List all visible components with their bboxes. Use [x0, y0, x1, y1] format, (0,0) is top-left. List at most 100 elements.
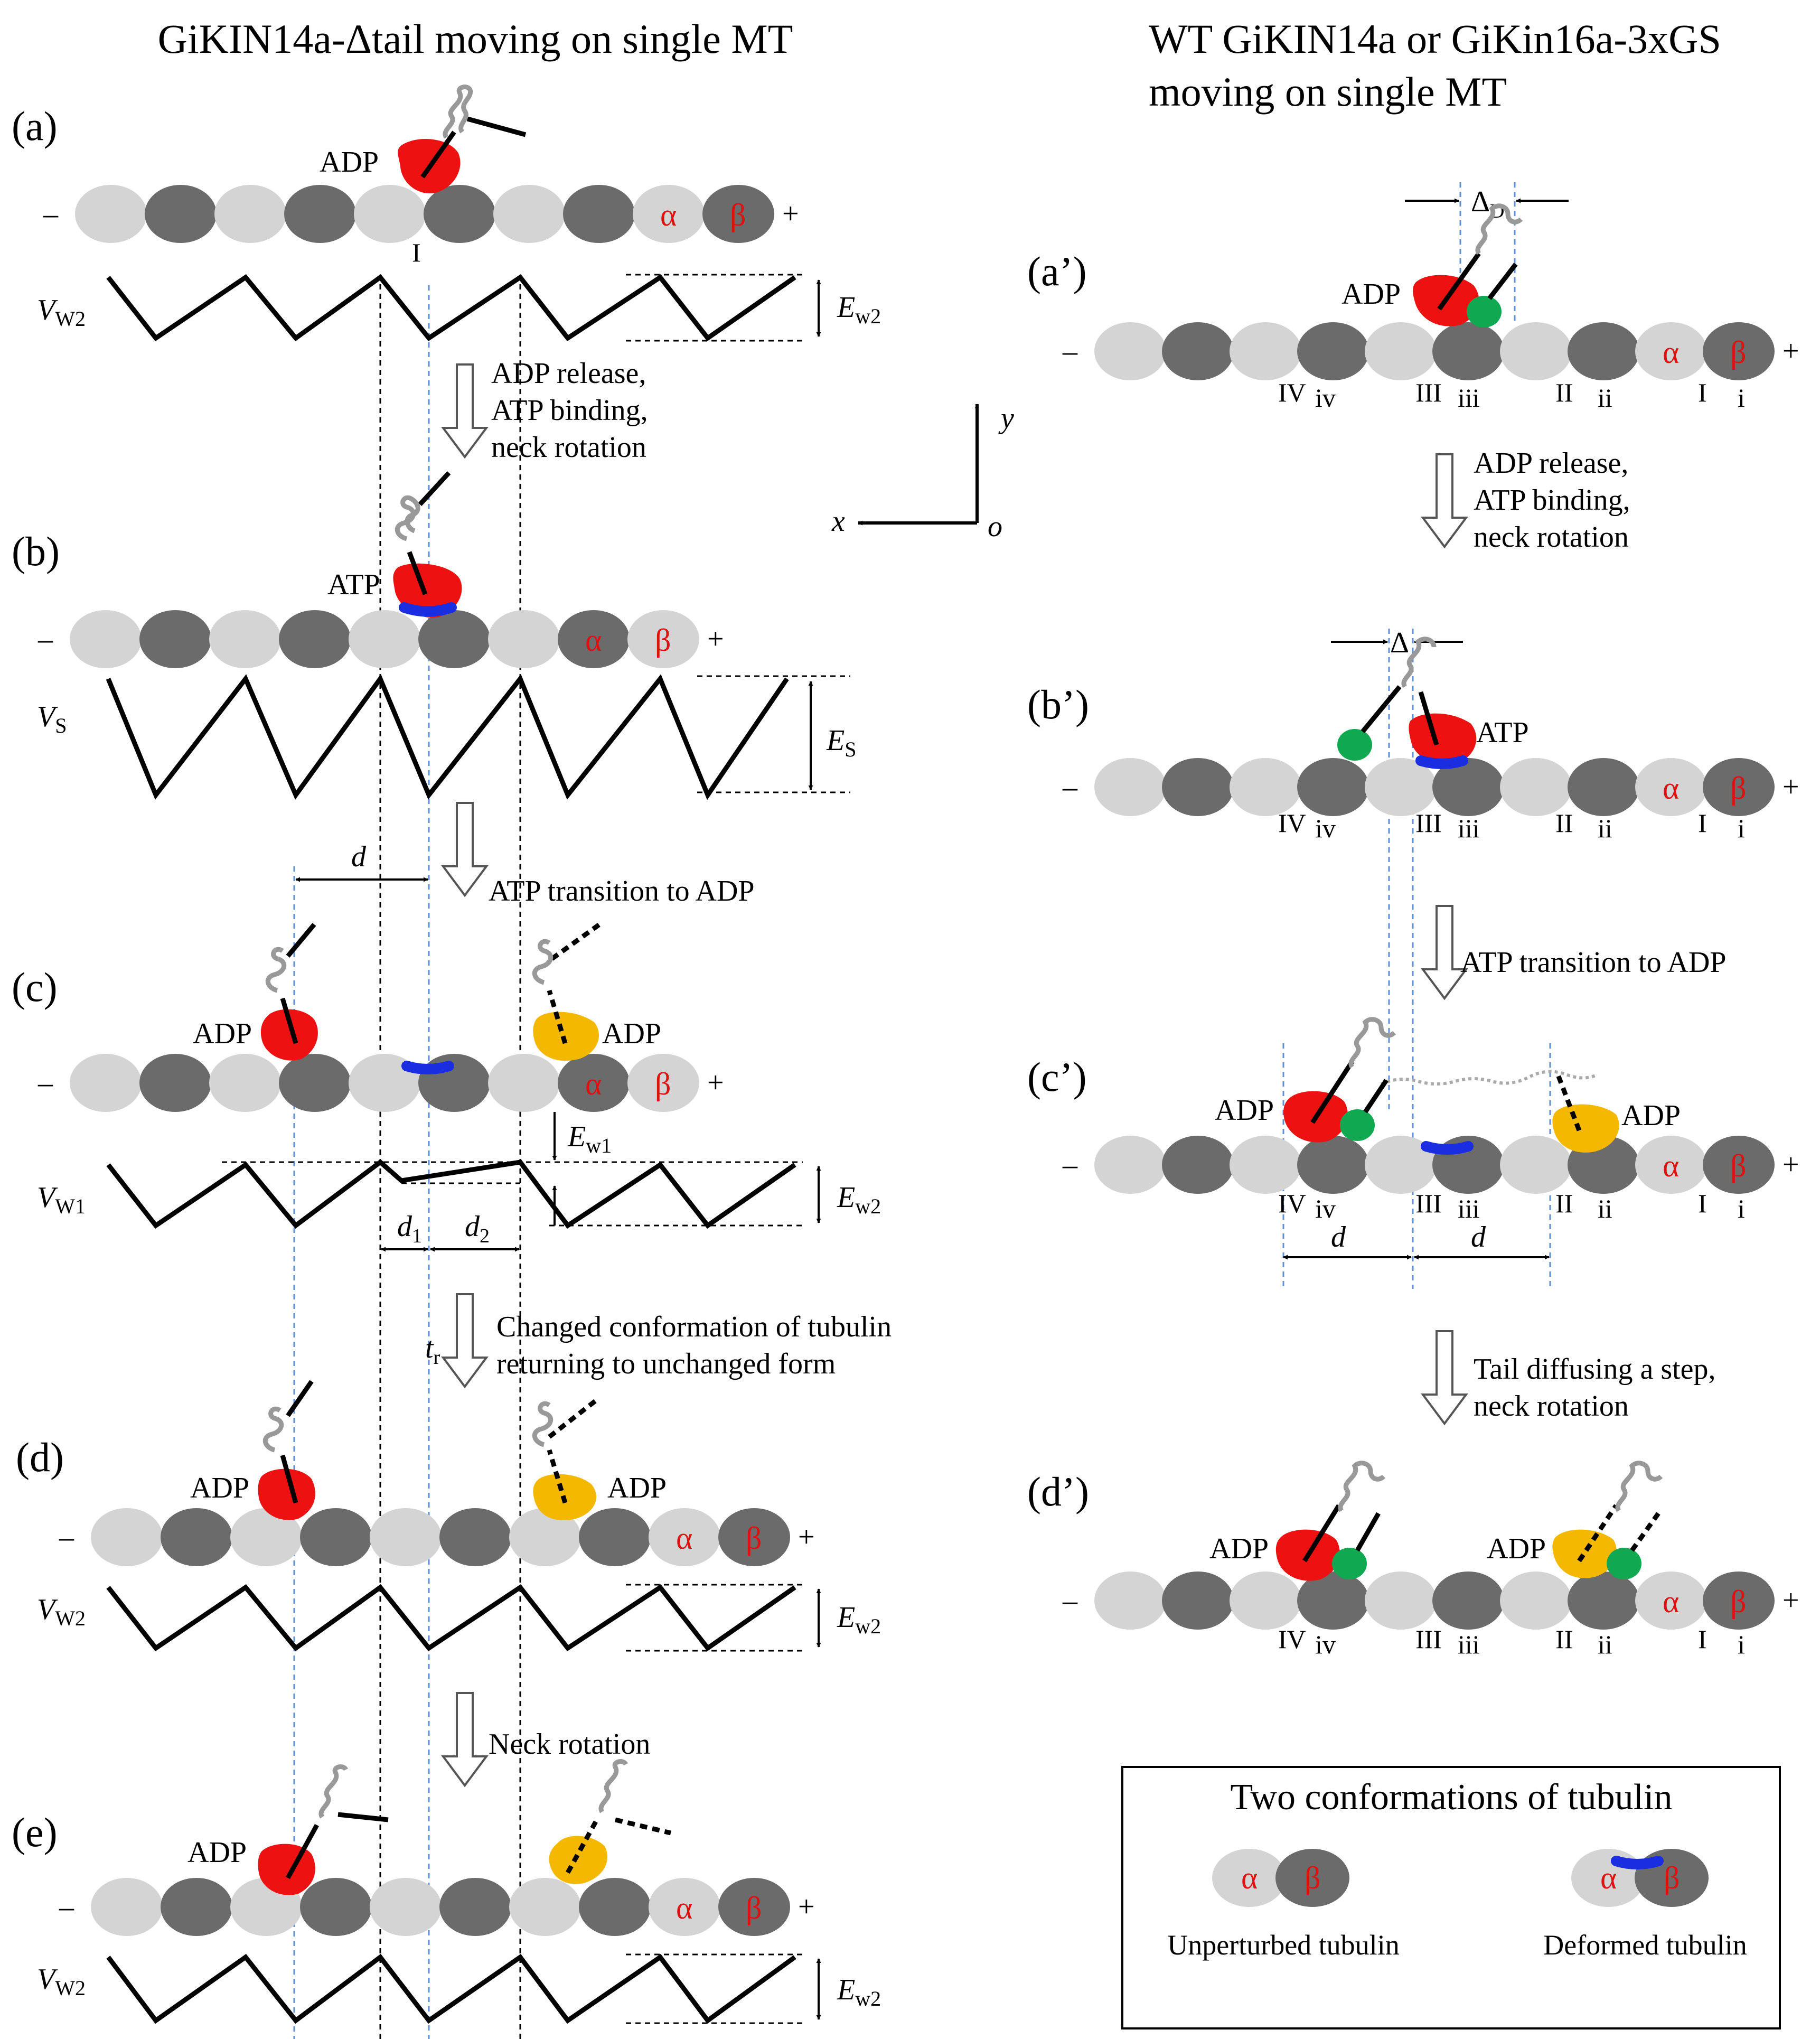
- beta-tubulin: [1162, 1136, 1234, 1194]
- alpha-tubulin: [214, 185, 286, 243]
- motor-c-yellow: [532, 922, 601, 1061]
- beta-tubulin: [139, 610, 211, 668]
- d-label-c: d: [351, 840, 367, 873]
- alpha-tubulin: [1635, 758, 1707, 816]
- motor-c2-yellow: [1552, 1074, 1619, 1153]
- alpha-label-c2: α: [1663, 1148, 1679, 1183]
- alpha-tubulin: [1365, 758, 1437, 816]
- ew2-a-e: E: [837, 291, 855, 324]
- beta-tubulin: [300, 1508, 372, 1566]
- beta-tubulin: [1297, 758, 1369, 816]
- site-ii-row-2: ii: [1598, 1194, 1612, 1223]
- alpha-tubulin: [1500, 1572, 1572, 1630]
- beta-tubulin: [284, 185, 356, 243]
- alpha-label-d: α: [676, 1521, 692, 1556]
- label-w2-e: W2: [55, 1976, 86, 2000]
- site-i-row-1: i: [1738, 813, 1745, 843]
- svg-text:Ew2: Ew2: [837, 1181, 881, 1218]
- beta-tubulin: [1568, 1572, 1639, 1630]
- alpha-tubulin: [370, 1508, 442, 1566]
- svg-text:VW2: VW2: [37, 1593, 86, 1630]
- axis-y-label: y: [998, 402, 1014, 435]
- guide-lines-left: [222, 274, 850, 2039]
- beta-label-b: β: [655, 623, 671, 658]
- adp-d-red: ADP: [190, 1472, 249, 1504]
- legend-deformed-beta-label: β: [1664, 1860, 1680, 1895]
- beta-tubulin: [718, 1878, 790, 1936]
- beta-label-e: β: [746, 1891, 762, 1925]
- motor-d2-red: [1275, 1461, 1386, 1581]
- beta-tubulin: [418, 1054, 490, 1112]
- alpha-tubulin: [633, 185, 705, 243]
- label-w1-c: W1: [55, 1194, 86, 1218]
- atp-b2: ATP: [1476, 716, 1529, 749]
- svg-text:Ew2: Ew2: [837, 1601, 881, 1638]
- svg-text:ES: ES: [826, 724, 856, 761]
- site-IV-row-1: IV: [1278, 808, 1306, 838]
- potential-vw1: [106, 1159, 796, 1229]
- site-I-row-3: I: [1698, 1624, 1707, 1654]
- adp-d2-yellow: ADP: [1487, 1532, 1546, 1565]
- label-v-d: V: [37, 1593, 58, 1626]
- beta-tubulin: [1297, 1136, 1369, 1194]
- site-IV-row-0: IV: [1278, 378, 1306, 407]
- beta-tubulin: [1568, 758, 1639, 816]
- beta-tubulin: [1432, 322, 1504, 380]
- es-b-sub: S: [845, 737, 856, 761]
- label-v-b: V: [37, 700, 58, 733]
- beta-tubulin: [1162, 758, 1234, 816]
- legend-unperturbed-caption: Unperturbed tubulin: [1167, 1929, 1399, 1961]
- delta-label: Δ: [1390, 626, 1409, 659]
- beta-tubulin: [1432, 758, 1504, 816]
- panel-label-c2: (c’): [1027, 1054, 1087, 1100]
- legend-deformation-mark: [1611, 1856, 1664, 1869]
- plus-end-a: +: [782, 198, 799, 230]
- alpha-label-b: α: [585, 623, 602, 658]
- beta-tubulin: [300, 1878, 372, 1936]
- label-s-b: S: [55, 714, 67, 737]
- step-left-3-line-1: Changed conformation of tubulin: [496, 1311, 892, 1343]
- adp-e-red: ADP: [187, 1836, 247, 1869]
- site-i-row-0: i: [1738, 383, 1745, 413]
- site-iii-row-0: iii: [1458, 383, 1480, 413]
- alpha-label-c: α: [585, 1067, 602, 1101]
- step-left-1-line-1: ADP release,: [491, 357, 646, 390]
- beta-tubulin: [1703, 1136, 1775, 1194]
- label-v-e: V: [37, 1963, 58, 1996]
- adp-c-red: ADP: [193, 1017, 252, 1050]
- panel-label-a2: (a’): [1027, 248, 1087, 294]
- alpha-tubulin: [1094, 322, 1166, 380]
- step-right-3-line-2: neck rotation: [1474, 1390, 1629, 1423]
- d1-sub: 1: [412, 1225, 422, 1247]
- alpha-tubulin: [1230, 758, 1301, 816]
- label-v-c: V: [37, 1181, 58, 1214]
- panel-label-d2: (d’): [1027, 1469, 1089, 1514]
- plus-end-b2: +: [1783, 771, 1799, 803]
- energy-labels: Ew2 ES Ew1 Ew2 Ew2 Ew2: [567, 291, 881, 2010]
- beta-tubulin: [161, 1508, 232, 1566]
- ew2-c-e: E: [837, 1181, 855, 1214]
- alpha-tubulin: [209, 1054, 281, 1112]
- adp-a: ADP: [320, 146, 379, 179]
- step-left-3-line-2: returning to unchanged form: [496, 1348, 836, 1380]
- potential-curves: [106, 274, 796, 2024]
- tr-label: t: [425, 1332, 434, 1364]
- motor-b: [393, 471, 462, 618]
- site-I-a: I: [412, 238, 421, 267]
- ew1-c-sub: w1: [586, 1134, 612, 1157]
- legend-title: Two conformations of tubulin: [1231, 1777, 1673, 1818]
- site-III-row-2: III: [1415, 1189, 1442, 1218]
- alpha-tubulin: [1365, 1136, 1437, 1194]
- beta-tubulin: [139, 1054, 211, 1112]
- delta-d-label: Δ: [1471, 185, 1490, 218]
- site-iv-row-0: iv: [1315, 383, 1336, 413]
- beta-tubulin: [439, 1508, 511, 1566]
- deformation-c2: [1421, 1141, 1474, 1155]
- minus-end-a2: –: [1062, 335, 1078, 368]
